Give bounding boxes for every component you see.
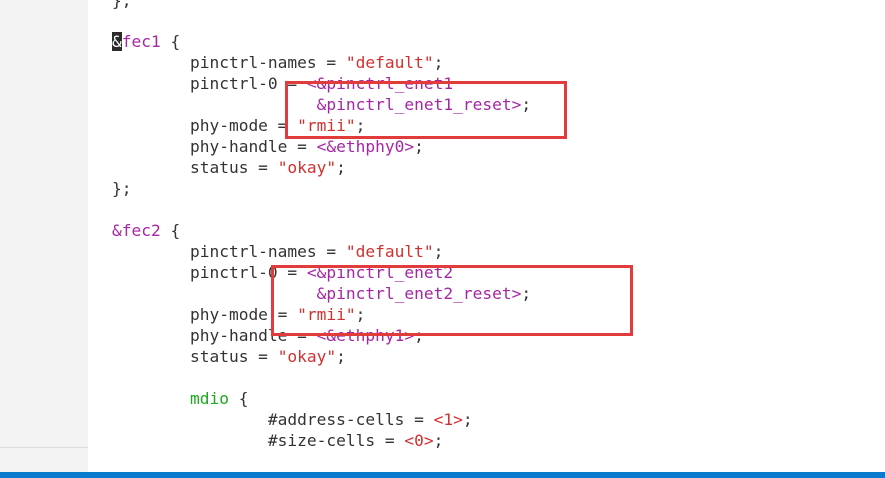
code-token: [112, 389, 190, 408]
code-line[interactable]: #address-cells = <1>;: [112, 409, 473, 430]
text-cursor: &: [112, 32, 122, 51]
code-token: &pinctrl_enet2_reset>: [316, 284, 522, 303]
code-token: status =: [112, 347, 278, 366]
code-token: pinctrl-names =: [112, 242, 346, 261]
code-line[interactable]: status = "okay";: [112, 157, 346, 178]
code-line[interactable]: };: [112, 0, 132, 11]
code-line[interactable]: };: [112, 178, 132, 199]
code-token: "default": [345, 53, 434, 72]
code-token: fec1: [121, 32, 161, 51]
code-token: <&ethphy0>: [316, 137, 415, 156]
status-bar: [0, 472, 885, 478]
code-line[interactable]: &fec1 {: [112, 31, 180, 52]
code-token: pinctrl-names =: [112, 53, 346, 72]
code-token: <0>: [404, 431, 434, 450]
code-token: "rmii": [297, 116, 356, 135]
code-line[interactable]: status = "okay";: [112, 346, 346, 367]
code-token: ;: [462, 410, 473, 429]
code-token: "okay": [277, 347, 337, 366]
code-token: #size-cells =: [112, 431, 405, 450]
code-token: phy-mode =: [112, 305, 298, 324]
code-line[interactable]: mdio {: [112, 388, 248, 409]
code-token: };: [112, 0, 132, 10]
code-token: ;: [433, 53, 444, 72]
code-line[interactable]: pinctrl-names = "default";: [112, 52, 443, 73]
code-line[interactable]: &fec2 {: [112, 220, 180, 241]
code-token: "default": [345, 242, 434, 261]
code-line[interactable]: &pinctrl_enet2_reset>;: [112, 283, 531, 304]
gutter-divider: [0, 447, 88, 448]
code-line[interactable]: pinctrl-names = "default";: [112, 241, 443, 262]
code-token: "okay": [277, 158, 337, 177]
highlight-box-fec2-pinctrl: [271, 265, 633, 336]
highlight-box-fec1-pinctrl: [285, 81, 567, 139]
code-token: &pinctrl_enet1_reset>: [316, 95, 522, 114]
code-token: phy-handle =: [112, 137, 317, 156]
code-token: mdio: [189, 389, 229, 408]
code-token: ;: [336, 158, 346, 177]
code-line[interactable]: phy-mode = "rmii";: [112, 304, 365, 325]
code-token: {: [160, 221, 181, 240]
code-token: };: [112, 179, 132, 198]
code-token: "rmii": [297, 305, 356, 324]
code-token: ;: [355, 116, 366, 135]
code-token: ;: [433, 431, 444, 450]
code-line[interactable]: phy-mode = "rmii";: [112, 115, 365, 136]
code-token: #address-cells =: [112, 410, 434, 429]
code-token: ;: [355, 305, 366, 324]
code-line[interactable]: &pinctrl_enet1_reset>;: [112, 94, 531, 115]
code-token: {: [228, 389, 249, 408]
code-token: pinctrl-0 =: [112, 74, 307, 93]
code-token: ;: [336, 347, 346, 366]
code-token: <1>: [433, 410, 463, 429]
code-token: pinctrl-0 =: [112, 263, 307, 282]
code-token: ;: [414, 137, 424, 156]
code-token: {: [160, 32, 181, 51]
code-line[interactable]: #size-cells = <0>;: [112, 430, 443, 451]
code-token: ;: [433, 242, 444, 261]
code-token: ;: [521, 284, 532, 303]
editor-gutter: [0, 0, 88, 472]
code-line[interactable]: phy-handle = <&ethphy0>;: [112, 136, 424, 157]
code-token: ;: [521, 95, 532, 114]
code-token: phy-mode =: [112, 116, 298, 135]
code-token: &fec2: [112, 221, 161, 240]
code-token: status =: [112, 158, 278, 177]
